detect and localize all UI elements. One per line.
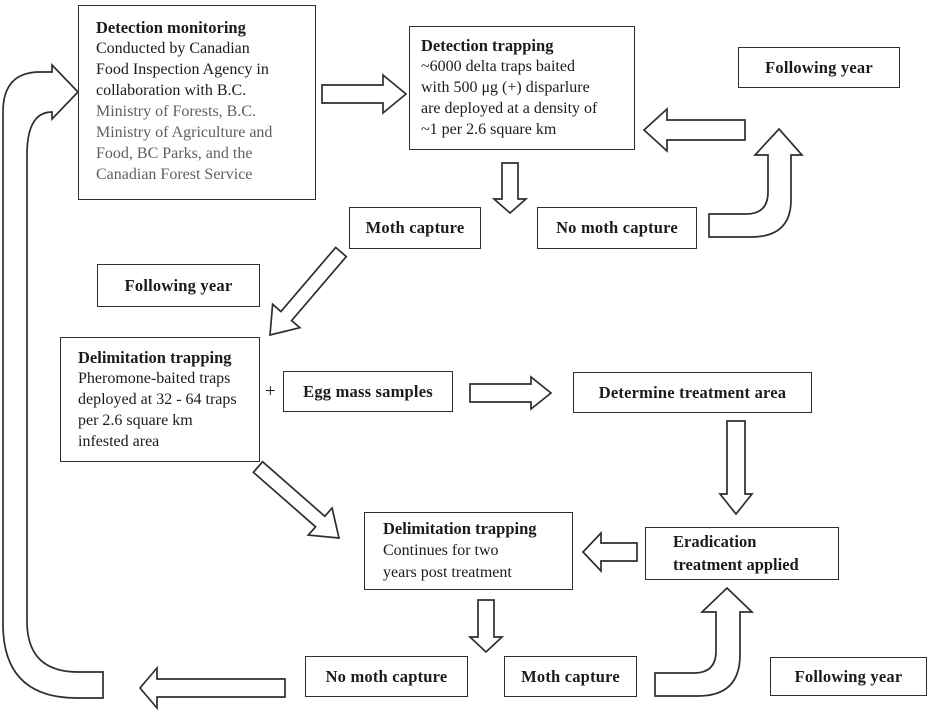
box-label: Following year bbox=[765, 57, 873, 77]
box-line: Canadian Forest Service bbox=[96, 166, 253, 183]
arrow-determine-area-to-eradication bbox=[718, 420, 754, 516]
box-detection-trapping: Detection trapping ~6000 delta traps bai… bbox=[409, 26, 635, 150]
box-line: infested area bbox=[78, 433, 160, 450]
plus-sign: + bbox=[265, 381, 276, 402]
box-title: Delimitation trapping bbox=[383, 519, 537, 538]
box-label: No moth capture bbox=[556, 218, 678, 237]
box-line: Continues for two bbox=[383, 542, 499, 559]
arrow-following-year-to-detection-trapping bbox=[642, 107, 746, 153]
box-line: ~1 per 2.6 square km bbox=[421, 121, 557, 138]
box-line: treatment applied bbox=[673, 555, 799, 574]
box-label: Moth capture bbox=[521, 666, 620, 686]
arrow-detection-trapping-to-capture bbox=[491, 162, 529, 215]
box-no-moth-capture-bottom: No moth capture bbox=[305, 656, 468, 697]
arrow-delimitation-2-to-capture bbox=[467, 599, 505, 654]
loop-arrow-restart-detection-monitoring bbox=[2, 62, 104, 699]
box-following-year-bottom: Following year bbox=[770, 657, 927, 696]
box-following-year-top: Following year bbox=[738, 47, 900, 88]
box-line: years post treatment bbox=[383, 564, 512, 581]
box-determine-treatment-area: Determine treatment area bbox=[573, 372, 812, 413]
curved-arrow-no-moth-top-to-following-year bbox=[708, 127, 804, 238]
box-label: Determine treatment area bbox=[598, 382, 787, 402]
box-eradication-treatment: Eradication treatment applied bbox=[645, 527, 839, 580]
box-label: Moth capture bbox=[365, 218, 465, 237]
box-label: Following year bbox=[794, 666, 903, 686]
box-label: Following year bbox=[124, 275, 233, 295]
box-line: collaboration with B.C. bbox=[96, 82, 247, 99]
box-title: Detection monitoring bbox=[96, 18, 246, 37]
box-title: Delimitation trapping bbox=[78, 348, 232, 367]
arrow-monitoring-to-detection-trapping bbox=[321, 73, 408, 115]
box-line: are deployed at a density of bbox=[421, 100, 598, 117]
box-title: Detection trapping bbox=[421, 36, 554, 55]
box-delimitation-trapping-2: Delimitation trapping Continues for two … bbox=[364, 512, 573, 590]
box-line: Ministry of Agriculture and bbox=[96, 124, 273, 141]
box-line: deployed at 32 - 64 traps bbox=[78, 391, 237, 408]
arrow-egg-mass-to-determine-area bbox=[469, 375, 553, 411]
box-line: Food Inspection Agency in bbox=[96, 61, 269, 78]
box-egg-mass-samples: Egg mass samples bbox=[283, 371, 453, 412]
box-line: Eradication bbox=[673, 532, 757, 551]
box-no-moth-capture-top: No moth capture bbox=[537, 207, 697, 249]
box-line: with 500 μg (+) disparlure bbox=[421, 79, 590, 96]
box-label: No moth capture bbox=[325, 666, 448, 686]
box-moth-capture-bottom: Moth capture bbox=[504, 656, 637, 697]
curved-arrow-moth-capture-to-eradication bbox=[654, 586, 755, 697]
box-line: Ministry of Forests, B.C. bbox=[96, 103, 257, 120]
box-moth-capture-top: Moth capture bbox=[349, 207, 481, 249]
box-detection-monitoring: Detection monitoring Conducted by Canadi… bbox=[78, 5, 316, 200]
arrow-moth-capture-to-delimitation-1 bbox=[269, 246, 348, 337]
arrow-no-moth-bottom-to-loop bbox=[138, 665, 286, 711]
box-line: Pheromone-baited traps bbox=[78, 370, 231, 387]
box-line: ~6000 delta traps baited bbox=[421, 58, 575, 75]
box-delimitation-trapping-1: Delimitation trapping Pheromone-baited t… bbox=[60, 337, 260, 462]
box-line: Food, BC Parks, and the bbox=[96, 145, 253, 162]
box-line: per 2.6 square km bbox=[78, 412, 193, 429]
arrow-delimitation-1-to-delimitation-2 bbox=[252, 460, 341, 539]
box-line: Conducted by Canadian bbox=[96, 40, 250, 57]
box-following-year-left: Following year bbox=[97, 264, 260, 307]
arrow-eradication-to-delimitation-2 bbox=[581, 530, 638, 574]
box-label: Egg mass samples bbox=[303, 381, 433, 401]
